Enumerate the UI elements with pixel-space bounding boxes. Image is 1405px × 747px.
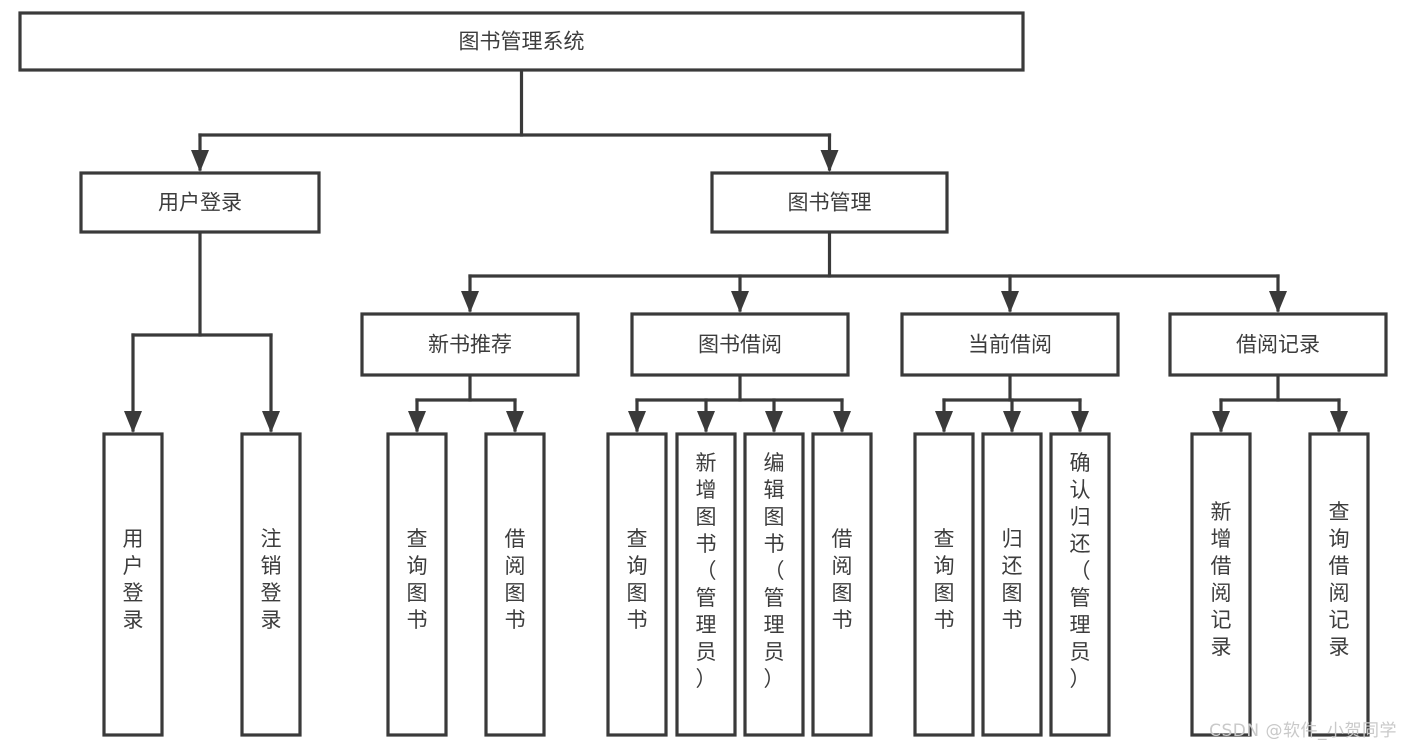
node-current-borrow-label: 当前借阅 (968, 333, 1052, 357)
node-leaf-logout-label: 注销登录 (261, 527, 282, 632)
arrow-to-leaf-query-book-3 (935, 411, 953, 433)
node-leaf-query-book-1-box[interactable] (386, 432, 448, 737)
node-leaf-query-book-3[interactable]: 查询图书 (913, 432, 975, 737)
node-leaf-query-record-label: 查询借阅记录 (1329, 500, 1350, 659)
node-user-login-label: 用户登录 (158, 191, 242, 215)
arrow-to-leaf-return-book (1003, 411, 1021, 433)
node-leaf-borrow-book-2[interactable]: 借阅图书 (811, 432, 873, 737)
node-leaf-user-login-label: 用户登录 (123, 527, 144, 632)
node-leaf-logout[interactable]: 注销登录 (240, 432, 302, 737)
node-leaf-query-book-2[interactable]: 查询图书 (606, 432, 668, 737)
node-leaf-edit-book-label: 编辑图书（管理员） (764, 451, 785, 691)
node-leaf-borrow-book-1-label: 借阅图书 (505, 527, 526, 632)
node-leaf-query-book-3-box[interactable] (913, 432, 975, 737)
arrow-to-book-manage (820, 150, 839, 172)
node-root[interactable]: 图书管理系统 (18, 11, 1025, 72)
node-leaf-query-record[interactable]: 查询借阅记录 (1308, 432, 1370, 737)
node-leaf-confirm-return-box[interactable] (1049, 432, 1111, 737)
node-leaf-logout-box[interactable] (240, 432, 302, 737)
arrow-to-leaf-confirm-return (1071, 411, 1089, 433)
arrow-to-leaf-logout (262, 411, 280, 433)
node-user-login-box[interactable] (79, 171, 321, 234)
node-leaf-borrow-book-1[interactable]: 借阅图书 (484, 432, 546, 737)
node-book-borrow-box[interactable] (630, 312, 850, 377)
node-leaf-return-book[interactable]: 归还图书 (981, 432, 1043, 737)
node-leaf-add-book-label: 新增图书（管理员） (696, 451, 717, 691)
arrow-to-leaf-add-book (697, 411, 715, 433)
arrow-to-leaf-query-book-1 (408, 411, 426, 433)
arrow-to-leaf-query-record (1330, 411, 1348, 433)
arrow-to-leaf-user-login (124, 411, 142, 433)
arrow-to-current-borrow (1001, 291, 1019, 313)
arrow-to-book-borrow (731, 291, 749, 313)
arrow-to-leaf-borrow-book-1 (506, 411, 524, 433)
node-new-book-rec[interactable]: 新书推荐 (360, 312, 580, 377)
node-leaf-query-book-2-label: 查询图书 (627, 527, 648, 632)
node-leaf-query-book-3-label: 查询图书 (934, 527, 955, 632)
node-book-manage[interactable]: 图书管理 (710, 171, 949, 234)
node-leaf-user-login-box[interactable] (102, 432, 164, 737)
node-leaf-add-record-box[interactable] (1190, 432, 1252, 737)
node-root-label: 图书管理系统 (459, 30, 585, 54)
node-leaf-borrow-book-2-box[interactable] (811, 432, 873, 737)
node-leaf-query-book-1-label: 查询图书 (407, 527, 428, 632)
node-leaf-query-book-2-box[interactable] (606, 432, 668, 737)
node-current-borrow[interactable]: 当前借阅 (900, 312, 1120, 377)
arrow-to-borrow-record (1269, 291, 1287, 313)
node-borrow-record-label: 借阅记录 (1236, 333, 1320, 357)
node-new-book-rec-box[interactable] (360, 312, 580, 377)
node-new-book-rec-label: 新书推荐 (428, 333, 512, 357)
node-leaf-query-book-1[interactable]: 查询图书 (386, 432, 448, 737)
node-leaf-user-login[interactable]: 用户登录 (102, 432, 164, 737)
csdn-watermark: CSDN @软件_小贺同学 (1209, 721, 1397, 741)
node-book-borrow-label: 图书借阅 (698, 333, 782, 357)
node-leaf-add-record-label: 新增借阅记录 (1211, 500, 1232, 659)
arrow-to-leaf-edit-book (765, 411, 783, 433)
node-borrow-record-box[interactable] (1168, 312, 1388, 377)
node-leaf-confirm-return-label: 确认归还（管理员） (1070, 451, 1091, 691)
node-root-box[interactable] (18, 11, 1025, 72)
node-leaf-edit-book-box[interactable] (743, 432, 805, 737)
node-leaf-add-record[interactable]: 新增借阅记录 (1190, 432, 1252, 737)
arrow-to-leaf-borrow-book-2 (833, 411, 851, 433)
node-leaf-borrow-book-2-label: 借阅图书 (832, 527, 853, 632)
arrow-to-new-book-rec (461, 291, 479, 313)
node-book-manage-box[interactable] (710, 171, 949, 234)
node-leaf-return-book-label: 归还图书 (1002, 527, 1023, 632)
node-leaf-borrow-book-1-box[interactable] (484, 432, 546, 737)
arrow-to-user-login (191, 150, 209, 172)
arrow-to-leaf-query-book-2 (628, 411, 646, 433)
node-current-borrow-box[interactable] (900, 312, 1120, 377)
node-leaf-confirm-return[interactable]: 确认归还（管理员） (1049, 432, 1111, 737)
node-leaf-edit-book[interactable]: 编辑图书（管理员） (743, 432, 805, 737)
node-borrow-record[interactable]: 借阅记录 (1168, 312, 1388, 377)
node-leaf-query-record-box[interactable] (1308, 432, 1370, 737)
node-leaf-return-book-box[interactable] (981, 432, 1043, 737)
arrow-to-leaf-add-record (1212, 411, 1230, 433)
node-book-manage-label: 图书管理 (788, 191, 872, 215)
node-leaf-add-book-box[interactable] (675, 432, 737, 737)
node-leaf-add-book[interactable]: 新增图书（管理员） (675, 432, 737, 737)
node-book-borrow[interactable]: 图书借阅 (630, 312, 850, 377)
node-user-login[interactable]: 用户登录 (79, 171, 321, 234)
